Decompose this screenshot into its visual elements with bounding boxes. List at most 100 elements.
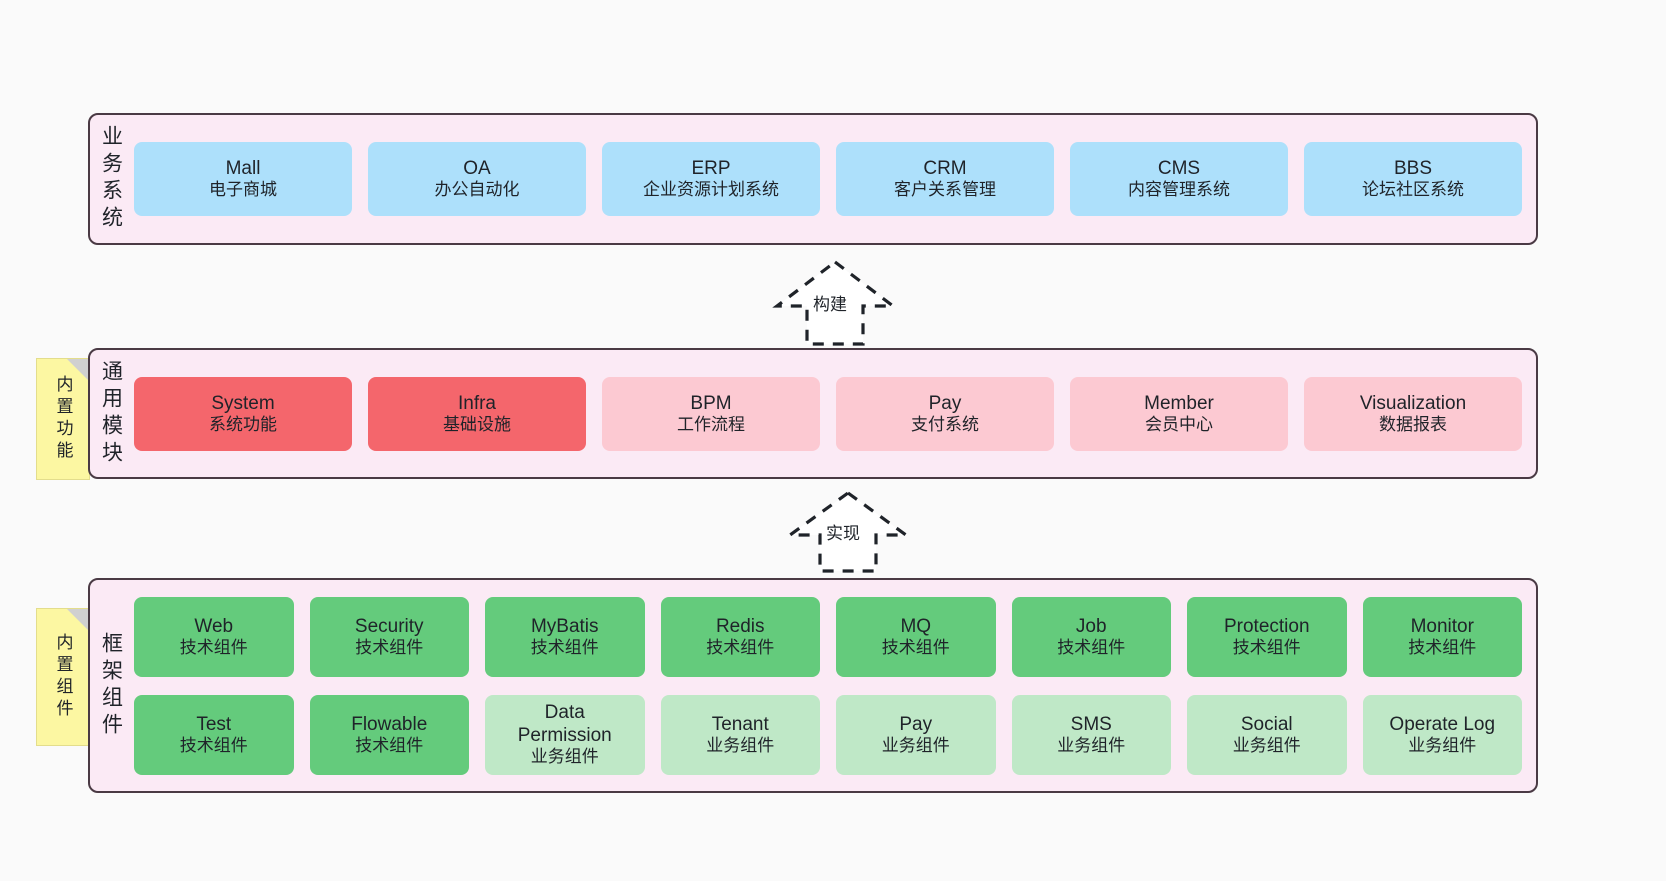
framework-card-data-permission[interactable]: Data Permission 业务组件 — [485, 694, 645, 775]
business-row: Mall 电子商城 OA 办公自动化 ERP 企业资源计划系统 CRM 客户关系… — [134, 142, 1522, 216]
card-title: Visualization — [1359, 392, 1467, 414]
card-title: Monitor — [1410, 615, 1474, 637]
note-builtin-features: 内置功能 — [36, 358, 90, 480]
card-title: Test — [196, 713, 232, 735]
framework-card-protection[interactable]: Protection 技术组件 — [1187, 596, 1347, 677]
note-fold-corner-icon — [67, 609, 89, 631]
card-title-line2: Permission — [517, 725, 612, 747]
card-subtitle: 业务组件 — [1232, 735, 1301, 755]
layer-framework-components: 框架组件 Web 技术组件 Security 技术组件 MyBatis 技术组件… — [88, 578, 1538, 793]
framework-card-social[interactable]: Social 业务组件 — [1187, 694, 1347, 775]
card-subtitle: 技术组件 — [1408, 637, 1477, 657]
layer-framework-body: Web 技术组件 Security 技术组件 MyBatis 技术组件 Redi… — [132, 580, 1536, 791]
note-fold-corner-icon — [67, 359, 89, 381]
common-card-member[interactable]: Member 会员中心 — [1070, 376, 1288, 451]
card-title: Infra — [457, 392, 497, 414]
card-subtitle: 业务组件 — [1408, 735, 1477, 755]
dashed-generalization-arrow-icon — [785, 491, 911, 573]
card-title: Member — [1144, 392, 1214, 414]
business-card-erp[interactable]: ERP 企业资源计划系统 — [602, 142, 820, 216]
framework-card-job[interactable]: Job 技术组件 — [1011, 596, 1171, 677]
card-title: MyBatis — [530, 615, 599, 637]
note-label: 内置组件 — [53, 633, 73, 721]
arrow-build-label: 构建 — [813, 295, 847, 314]
layer-common-modules: 通用模块 System 系统功能 Infra 基础设施 BPM 工作流程 Pay… — [88, 348, 1538, 479]
common-card-bpm[interactable]: BPM 工作流程 — [602, 376, 820, 451]
card-subtitle: 业务组件 — [881, 735, 950, 755]
card-subtitle: 技术组件 — [881, 637, 950, 657]
common-row: System 系统功能 Infra 基础设施 BPM 工作流程 Pay 支付系统… — [134, 376, 1522, 451]
business-card-crm[interactable]: CRM 客户关系管理 — [836, 142, 1054, 216]
framework-card-monitor[interactable]: Monitor 技术组件 — [1362, 596, 1522, 677]
card-title: Data — [544, 701, 585, 723]
card-subtitle: 技术组件 — [706, 637, 775, 657]
framework-card-mq[interactable]: MQ 技术组件 — [836, 596, 996, 677]
card-subtitle: 办公自动化 — [434, 180, 520, 200]
framework-card-security[interactable]: Security 技术组件 — [309, 596, 469, 677]
card-title: Pay — [899, 713, 933, 735]
arrow-implement-label: 实现 — [826, 524, 860, 543]
card-subtitle: 支付系统 — [911, 414, 979, 434]
framework-card-redis[interactable]: Redis 技术组件 — [660, 596, 820, 677]
business-card-oa[interactable]: OA 办公自动化 — [368, 142, 586, 216]
card-title: Pay — [928, 392, 962, 414]
card-title: Flowable — [351, 713, 428, 735]
card-title: Job — [1075, 615, 1107, 637]
card-subtitle: 内容管理系统 — [1128, 180, 1230, 200]
card-subtitle: 电子商城 — [209, 180, 277, 200]
card-subtitle: 论坛社区系统 — [1362, 180, 1464, 200]
framework-row-tech: Web 技术组件 Security 技术组件 MyBatis 技术组件 Redi… — [134, 596, 1522, 677]
card-subtitle: 业务组件 — [530, 747, 599, 767]
card-title: System — [211, 392, 275, 414]
framework-card-test[interactable]: Test 技术组件 — [134, 694, 294, 775]
common-card-infra[interactable]: Infra 基础设施 — [368, 376, 586, 451]
layer-business-caption: 业务系统 — [99, 125, 123, 233]
card-title: Operate Log — [1389, 713, 1496, 735]
framework-card-flowable[interactable]: Flowable 技术组件 — [309, 694, 469, 775]
card-title: Protection — [1223, 615, 1310, 637]
layer-common-body: System 系统功能 Infra 基础设施 BPM 工作流程 Pay 支付系统… — [132, 350, 1536, 477]
framework-card-tenant[interactable]: Tenant 业务组件 — [660, 694, 820, 775]
framework-card-sms[interactable]: SMS 业务组件 — [1011, 694, 1171, 775]
card-subtitle: 数据报表 — [1379, 414, 1447, 434]
card-subtitle: 技术组件 — [179, 637, 248, 657]
layer-common-caption: 通用模块 — [99, 359, 123, 468]
common-card-system[interactable]: System 系统功能 — [134, 376, 352, 451]
card-subtitle: 系统功能 — [209, 414, 277, 434]
note-label: 内置功能 — [53, 375, 73, 463]
card-subtitle: 企业资源计划系统 — [643, 180, 779, 200]
framework-card-mybatis[interactable]: MyBatis 技术组件 — [485, 596, 645, 677]
card-subtitle: 业务组件 — [706, 735, 775, 755]
dashed-generalization-arrow-icon — [772, 259, 898, 346]
card-title: BPM — [690, 392, 732, 414]
layer-business-body: Mall 电子商城 OA 办公自动化 ERP 企业资源计划系统 CRM 客户关系… — [132, 115, 1536, 243]
framework-card-pay[interactable]: Pay 业务组件 — [836, 694, 996, 775]
common-card-visualization[interactable]: Visualization 数据报表 — [1304, 376, 1522, 451]
business-card-bbs[interactable]: BBS 论坛社区系统 — [1304, 142, 1522, 216]
card-subtitle: 会员中心 — [1145, 414, 1213, 434]
card-subtitle: 技术组件 — [530, 637, 599, 657]
arrow-build: 构建 — [755, 258, 915, 348]
layer-framework-caption: 框架组件 — [99, 631, 123, 740]
framework-card-operate-log[interactable]: Operate Log 业务组件 — [1362, 694, 1522, 775]
business-card-mall[interactable]: Mall 电子商城 — [134, 142, 352, 216]
business-card-cms[interactable]: CMS 内容管理系统 — [1070, 142, 1288, 216]
card-title: Redis — [715, 615, 765, 637]
card-title: Mall — [225, 158, 261, 180]
framework-row-business: Test 技术组件 Flowable 技术组件 Data Permission … — [134, 694, 1522, 775]
card-title: ERP — [691, 158, 731, 180]
card-title: Security — [354, 615, 424, 637]
card-title: Tenant — [711, 713, 769, 735]
card-subtitle: 技术组件 — [355, 637, 424, 657]
framework-card-web[interactable]: Web 技术组件 — [134, 596, 294, 677]
card-title: MQ — [900, 615, 932, 637]
card-subtitle: 技术组件 — [179, 735, 248, 755]
card-subtitle: 技术组件 — [355, 735, 424, 755]
card-subtitle: 客户关系管理 — [894, 180, 996, 200]
arrow-implement: 实现 — [768, 489, 928, 575]
common-card-pay[interactable]: Pay 支付系统 — [836, 376, 1054, 451]
card-subtitle: 工作流程 — [677, 414, 745, 434]
card-subtitle: 技术组件 — [1057, 637, 1126, 657]
layer-business-systems: 业务系统 Mall 电子商城 OA 办公自动化 ERP 企业资源计划系统 CRM… — [88, 113, 1538, 245]
